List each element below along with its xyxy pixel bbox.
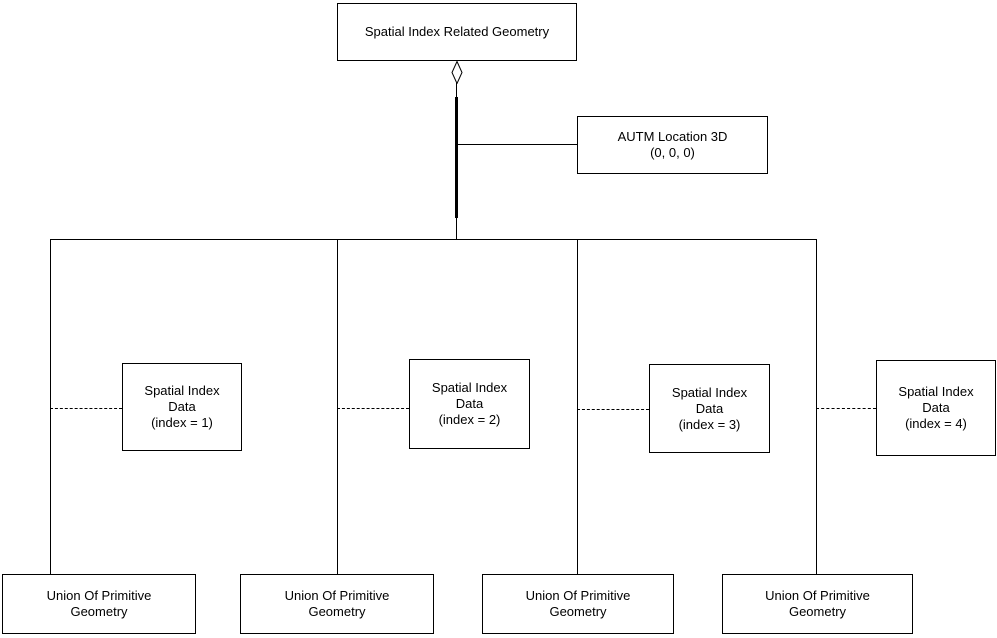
location-connector-line: [458, 144, 577, 145]
aggregation-stem-thick-line: [455, 97, 458, 218]
branch-drop-line-1: [50, 240, 51, 574]
node-label: AUTM Location 3D (0, 0, 0): [617, 129, 728, 160]
node-label: Spatial Index Data (index = 2): [431, 380, 508, 427]
node-label: Union Of Primitive Geometry: [284, 588, 390, 619]
node-spatial-index-data-1: Spatial Index Data (index = 1): [122, 363, 242, 451]
branch-drop-line-3: [577, 240, 578, 574]
node-autm-location-3d: AUTM Location 3D (0, 0, 0): [577, 116, 768, 174]
node-label: Spatial Index Data (index = 1): [144, 383, 220, 430]
node-spatial-index-data-3: Spatial Index Data (index = 3): [649, 364, 770, 453]
aggregation-diamond-icon: [451, 61, 463, 84]
node-label: Spatial Index Data (index = 4): [898, 384, 974, 431]
node-spatial-index-data-2: Spatial Index Data (index = 2): [409, 359, 530, 449]
dashed-connector-2: [337, 408, 409, 409]
aggregation-stem-lower-line: [456, 218, 457, 240]
node-label: Union Of Primitive Geometry: [525, 588, 631, 619]
dashed-connector-4: [816, 408, 876, 409]
node-label: Union Of Primitive Geometry: [765, 588, 870, 619]
branch-horizontal-line: [50, 239, 817, 240]
node-spatial-index-related-geometry: Spatial Index Related Geometry: [337, 3, 577, 61]
node-label: Union Of Primitive Geometry: [46, 588, 152, 619]
node-union-of-primitive-geometry-3: Union Of Primitive Geometry: [482, 574, 674, 634]
node-union-of-primitive-geometry-4: Union Of Primitive Geometry: [722, 574, 913, 634]
dashed-connector-3: [577, 409, 649, 410]
aggregation-stem-upper-line: [456, 83, 457, 97]
branch-drop-line-2: [337, 240, 338, 574]
branch-drop-line-4: [816, 240, 817, 574]
node-spatial-index-data-4: Spatial Index Data (index = 4): [876, 360, 996, 456]
node-union-of-primitive-geometry-1: Union Of Primitive Geometry: [2, 574, 196, 634]
node-label: Spatial Index Data (index = 3): [671, 384, 748, 432]
node-label: Spatial Index Related Geometry: [364, 24, 550, 39]
dashed-connector-1: [50, 408, 122, 409]
node-union-of-primitive-geometry-2: Union Of Primitive Geometry: [240, 574, 434, 634]
